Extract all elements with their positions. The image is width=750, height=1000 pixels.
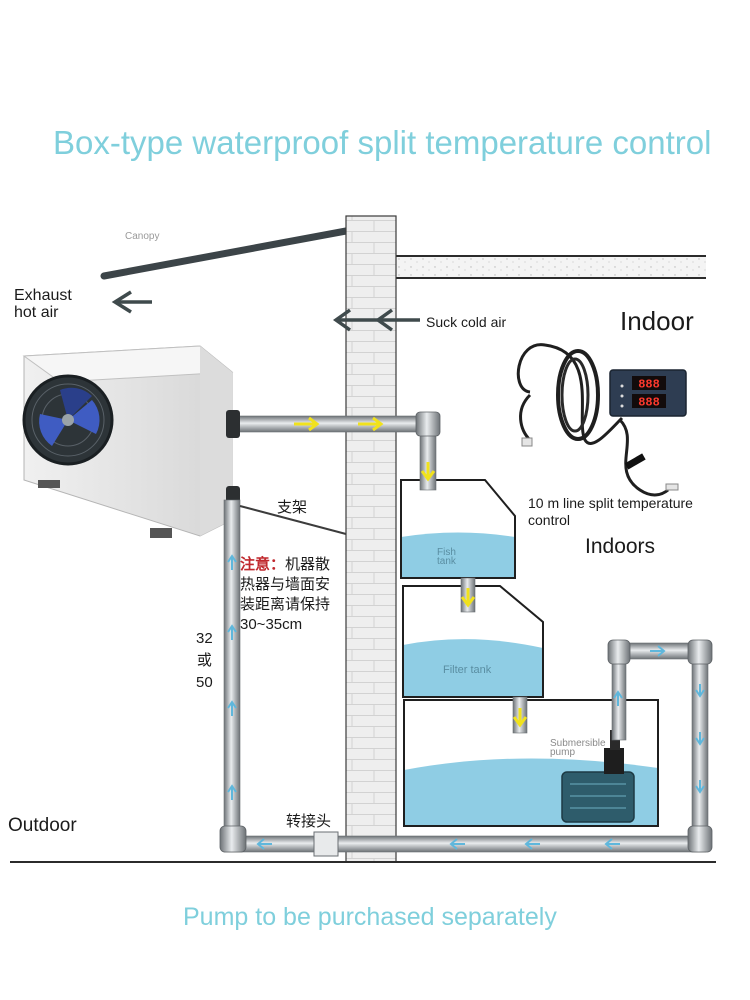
outdoor-label: Outdoor [8,815,77,836]
installation-note: 注意：机器散 热器与墙面安 装距离请保持 30~35cm [240,555,330,635]
diagram-title: Box-type waterproof split temperature co… [53,124,712,161]
submersible-pump-icon [561,730,635,823]
flow-arrows-supply [294,416,528,728]
canopy-label: Canopy [125,231,160,242]
ceiling-slab [396,255,706,279]
filter-tank [402,585,544,698]
footer-note: Pump to be purchased separately [183,903,557,931]
exhaust-label-line1: Exhaust [14,287,72,304]
controller-display-top: 888 [638,378,660,392]
controller-label-line2: control [528,512,571,528]
note-line2: 热器与墙面安 [240,576,331,593]
piping [219,410,713,857]
note-line3: 装距离请保持 [240,596,331,613]
pipe-size-label: 32 或 50 [196,628,213,694]
temperature-controller: 888 888 [516,343,687,497]
pipe-size-or: 或 [196,652,212,669]
indoors-label: Indoors [585,535,656,558]
controller-display-bottom: 888 [638,396,660,410]
heat-pump-unit [22,345,234,538]
flow-arrows-return [227,554,705,850]
fish-tank [400,479,516,579]
brick-wall [345,215,397,863]
fish-tank-label: Fish tank [437,547,456,567]
note-heading: 注意： [240,556,286,573]
filter-tank-label: Filter tank [443,664,492,676]
submersible-pump-label: Submersible pump [550,738,606,758]
fish-tank-label-line2: tank [437,556,456,567]
fish-tank-label-line1: Fish [437,547,456,558]
indoor-label: Indoor [620,306,694,336]
controller-label-line1: 10 m line split temperature [528,495,693,511]
note-line4: 30~35cm [240,616,303,633]
bracket-label: 支架 [277,499,308,516]
adapter-label: 转接头 [286,813,332,830]
pipe-size-32: 32 [196,630,213,647]
exhaust-label-line2: hot air [14,304,59,321]
suck-air-arrow-icon [332,308,420,332]
exhaust-arrow-icon [111,290,152,314]
submersible-label-line1: Submersible [550,738,606,749]
submersible-label-line2: pump [550,747,576,758]
controller-label: 10 m line split temperature control [528,495,693,529]
exhaust-label: Exhaust hot air [14,287,72,321]
suck-cold-air-label: Suck cold air [426,314,507,330]
canopy-roof [100,227,350,280]
pipe-size-50: 50 [196,674,213,691]
bracket-line [239,505,347,535]
note-line1: 机器散 [285,556,331,573]
